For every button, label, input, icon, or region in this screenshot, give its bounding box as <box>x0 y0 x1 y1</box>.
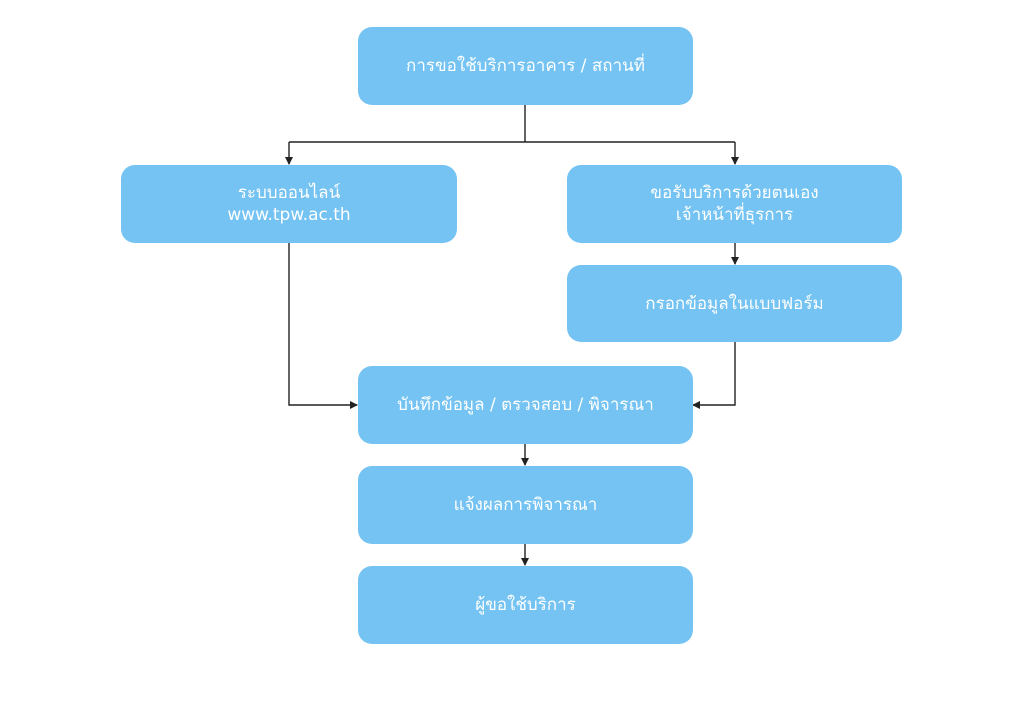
arrow-online-to-record <box>288 243 358 409</box>
node-online-system: ระบบออนไลน์ www.tpw.ac.th <box>121 165 457 243</box>
node-notify-result-label: แจ้งผลการพิจารณา <box>453 495 598 515</box>
node-online-system-url: www.tpw.ac.th <box>227 205 351 225</box>
node-service-user-label: ผู้ขอใช้บริการ <box>475 595 576 615</box>
node-online-system-label: ระบบออนไลน์ <box>237 183 341 203</box>
arrow-form-to-record <box>692 342 736 409</box>
node-fill-form-label: กรอกข้อมูลในแบบฟอร์ม <box>645 293 824 314</box>
node-fill-form: กรอกข้อมูลในแบบฟอร์ม <box>567 265 902 342</box>
node-in-person: ขอรับบริการด้วยตนเอง เจ้าหน้าที่ธุรการ <box>567 165 902 243</box>
node-record-review-label: บันทึกข้อมูล / ตรวจสอบ / พิจารณา <box>397 395 654 415</box>
node-in-person-label: ขอรับบริการด้วยตนเอง <box>650 183 819 203</box>
node-request-building: การขอใช้บริการอาคาร / สถานที่ <box>358 27 693 105</box>
node-in-person-staff: เจ้าหน้าที่ธุรการ <box>675 205 794 225</box>
node-request-building-label: การขอใช้บริการอาคาร / สถานที่ <box>406 56 645 76</box>
node-record-review: บันทึกข้อมูล / ตรวจสอบ / พิจารณา <box>358 366 693 444</box>
node-notify-result: แจ้งผลการพิจารณา <box>358 466 693 544</box>
node-service-user: ผู้ขอใช้บริการ <box>358 566 693 644</box>
